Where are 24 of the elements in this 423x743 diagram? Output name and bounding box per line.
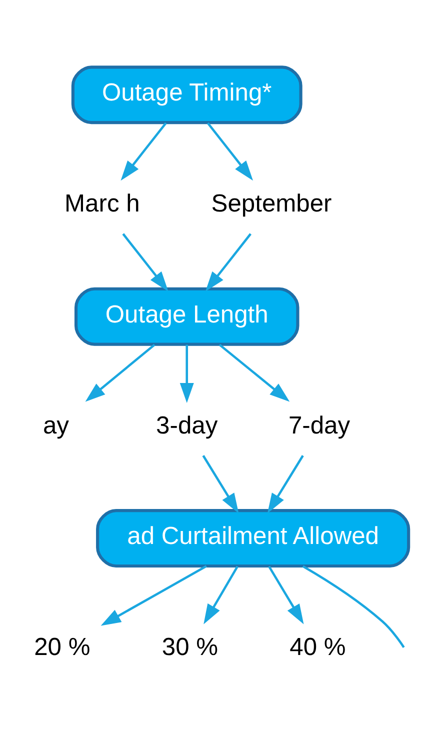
arrow — [122, 232, 168, 291]
node-text: 40 % — [290, 633, 346, 660]
node-text: 30 % — [162, 633, 218, 660]
arrow — [218, 343, 290, 402]
arrow — [204, 565, 238, 624]
connector — [302, 564, 405, 648]
node-text: ay — [42, 412, 70, 439]
arrow — [100, 564, 207, 626]
arrow — [85, 343, 156, 402]
node-box: ad Curtailment Allowed — [96, 508, 410, 568]
arrow — [206, 122, 254, 180]
node-box: Outage Length — [74, 286, 300, 346]
node-text: 20 % — [34, 633, 90, 660]
arrow — [120, 122, 167, 180]
arrow — [268, 565, 304, 624]
node-text: Marc h — [64, 190, 140, 218]
arrow — [267, 454, 304, 513]
node-text: 3-day — [156, 412, 218, 439]
arrow — [205, 232, 252, 291]
node-box: Outage Timing* — [71, 65, 302, 124]
node-text: September — [211, 190, 332, 218]
arrow — [202, 454, 239, 513]
node-text: 7-day — [288, 412, 350, 439]
arrow — [180, 344, 194, 403]
